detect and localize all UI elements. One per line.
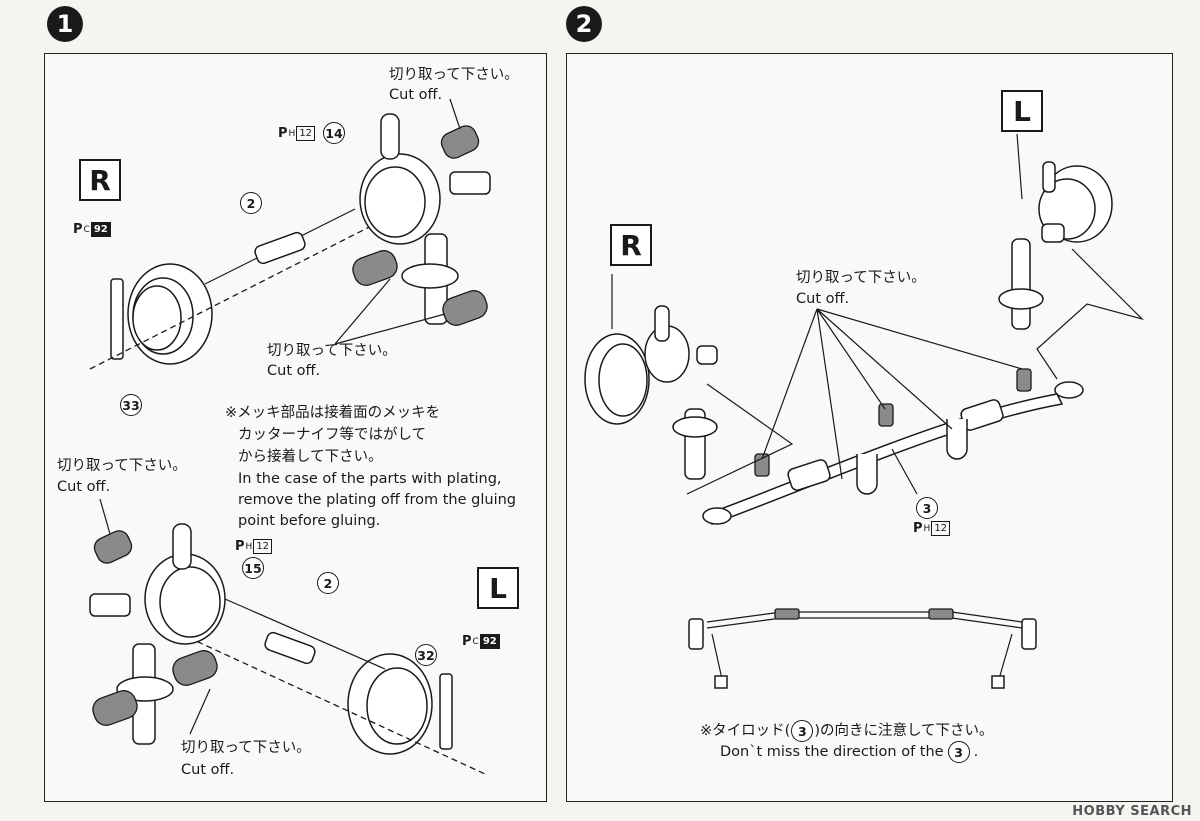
lower-l-assembly — [89, 498, 486, 775]
part-number-15: 15 — [242, 557, 264, 579]
direction-note-jp: ※タイロッド(3)の向きに注意して下さい。 — [700, 720, 994, 742]
step-2-badge: 2 — [566, 6, 602, 42]
cut-off-jp-bottom: 切り取って下さい。 — [181, 740, 311, 756]
cut-off-jp: 切り取って下さい。 — [796, 270, 926, 286]
tie-rod-spring-left — [787, 459, 831, 491]
part-number-2-upper: 2 — [240, 192, 262, 214]
cut-off-jp-top: 切り取って下さい。 — [389, 67, 519, 83]
watermark: HOBBY SEARCH — [1072, 804, 1192, 819]
part-number-3: 3 — [916, 497, 938, 519]
plating-note-jp-2: カッターナイフ等ではがして — [238, 427, 427, 443]
cut-off-en: Cut off. — [796, 291, 850, 307]
tie-rod-assembly — [584, 133, 1145, 689]
part-number-32: 32 — [415, 644, 437, 666]
side-r-label-upper: R — [79, 159, 121, 201]
direction-diagram — [688, 608, 1037, 689]
side-l-label-lower: L — [477, 567, 519, 609]
cut-off-en-top: Cut off. — [389, 87, 443, 103]
upper-r-assembly — [89, 98, 491, 370]
part-number-2-lower: 2 — [317, 572, 339, 594]
step-1-illustration — [89, 98, 491, 775]
step-2-illustration — [584, 133, 1145, 689]
side-l-label: L — [1001, 90, 1043, 132]
part-number-33: 33 — [120, 394, 142, 416]
plating-note-en-3: point before gluing. — [238, 513, 381, 529]
plating-note-en-2: remove the plating off from the gluing — [238, 492, 516, 508]
cut-off-en-mid: Cut off. — [267, 363, 321, 379]
cut-off-jp-mid: 切り取って下さい。 — [267, 343, 397, 359]
plating-note-en-1: In the case of the parts with plating, — [238, 471, 502, 487]
plating-note-jp-1: ※メッキ部品は接着面のメッキを — [225, 405, 441, 421]
part-number-14: 14 — [323, 122, 345, 144]
note-part-3-en: 3 — [947, 741, 970, 763]
step-1-badge: 1 — [47, 6, 83, 42]
step-1-panel: R L 切り取って下さい。 Cut off. 切り取って下さい。 Cut off… — [44, 53, 547, 802]
cut-off-jp-left: 切り取って下さい。 — [57, 458, 187, 474]
side-r-label: R — [610, 224, 652, 266]
cut-off-en-left: Cut off. — [57, 479, 111, 495]
cut-off-en-bottom: Cut off. — [181, 762, 235, 778]
note-part-3-jp: 3 — [791, 720, 814, 742]
plating-note-jp-3: から接着して下さい。 — [238, 449, 383, 465]
